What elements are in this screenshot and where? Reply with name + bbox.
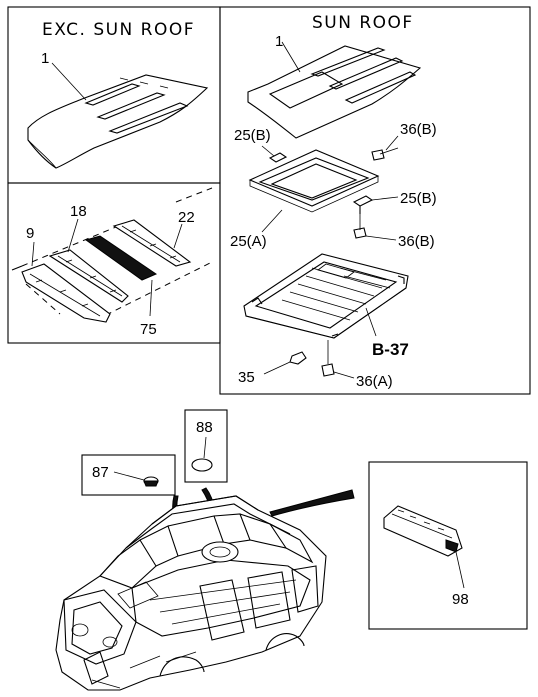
label-part-25b-left: 25(B) xyxy=(234,127,271,144)
panel-plug-88 xyxy=(184,409,228,483)
panel-trim-98 xyxy=(368,461,528,630)
plug-87-drawing xyxy=(113,471,159,487)
roof-panel-sun-drawing xyxy=(247,41,422,139)
label-part-36b-lower: 36(B) xyxy=(398,233,435,250)
label-part-36a: 36(A) xyxy=(356,373,393,390)
sunroof-housing-drawing xyxy=(243,253,409,379)
label-ref-b37: B-37 xyxy=(372,340,409,359)
label-part-35: 35 xyxy=(238,369,255,386)
panel-frames xyxy=(7,6,531,630)
panel-sun-roof xyxy=(219,6,531,395)
body-shell-drawing xyxy=(55,487,355,691)
sun-roof-title: SUN ROOF xyxy=(312,13,414,33)
label-part-88: 88 xyxy=(196,419,213,436)
label-part-22: 22 xyxy=(178,209,195,226)
label-part-36b-upper: 36(B) xyxy=(400,121,437,138)
trim-98-drawing xyxy=(383,505,465,589)
label-part-87: 87 xyxy=(92,464,109,481)
label-part-25b-right: 25(B) xyxy=(400,190,437,207)
label-part-1-sun: 1 xyxy=(275,33,283,50)
label-part-25a: 25(A) xyxy=(230,233,267,250)
label-part-18: 18 xyxy=(70,203,87,220)
label-part-98: 98 xyxy=(452,591,469,608)
panel-plug-87 xyxy=(81,454,176,496)
frame-seal-drawing xyxy=(248,135,399,241)
bows-drawing xyxy=(11,187,213,323)
roof-panel-exc-drawing xyxy=(27,62,209,169)
label-part-9: 9 xyxy=(26,225,34,242)
label-part-1-exc: 1 xyxy=(41,50,49,67)
label-part-75: 75 xyxy=(140,321,157,338)
exc-sun-roof-title: EXC. SUN ROOF xyxy=(42,20,195,40)
plug-88-drawing xyxy=(191,436,213,472)
